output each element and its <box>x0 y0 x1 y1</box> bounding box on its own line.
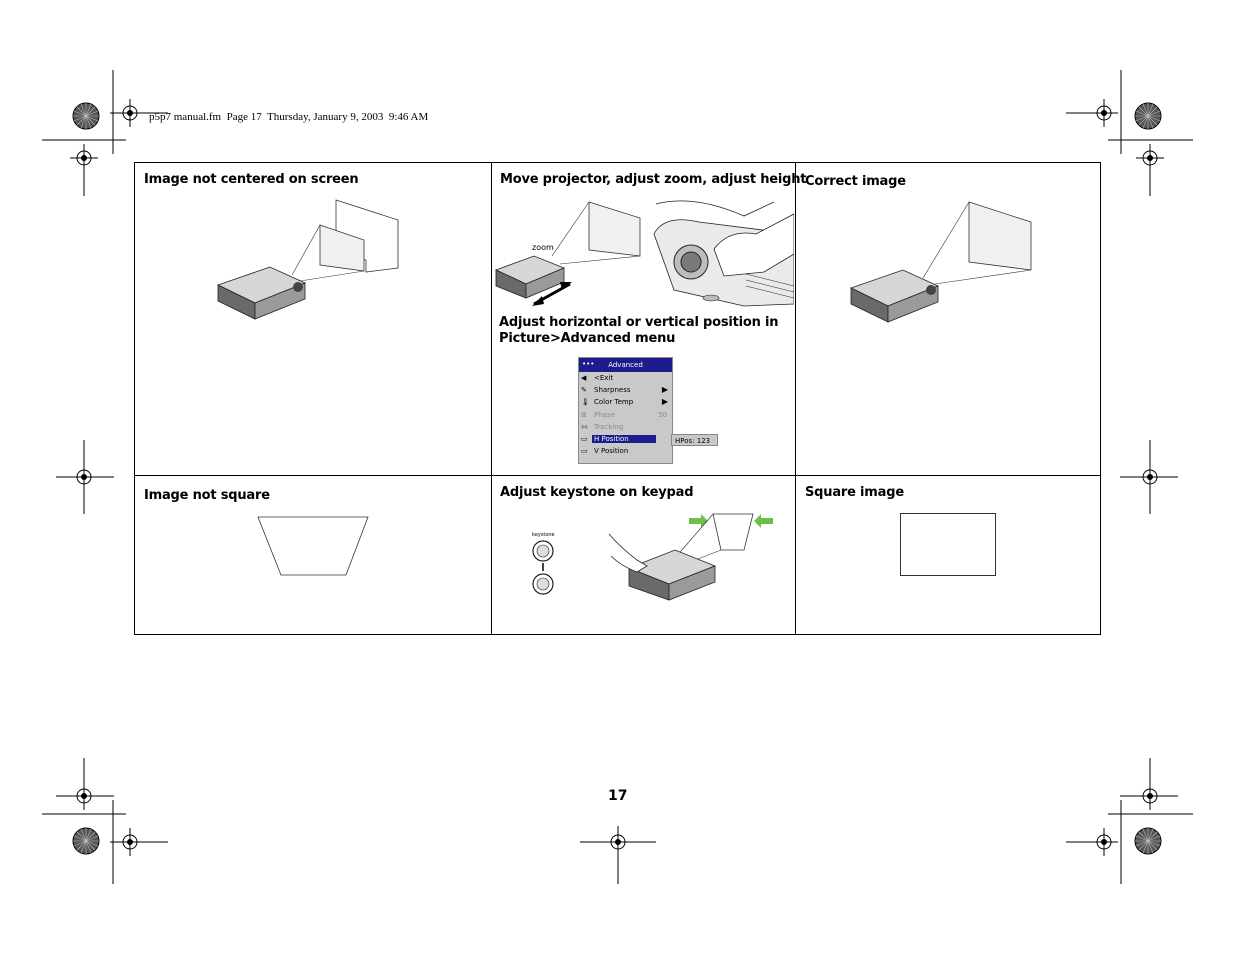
position-icon: ▭ <box>581 447 588 456</box>
phase-icon: ⊠ <box>581 410 587 419</box>
cell-title-correct-image: Correct image <box>805 174 906 189</box>
cell-title-not-centered: Image not centered on screen <box>144 172 359 187</box>
menu-item-label: Phase <box>594 410 615 419</box>
menu-item-v-position[interactable]: ▭ V Position <box>579 445 672 457</box>
column-divider <box>491 163 492 634</box>
cell-title-move-projector: Move projector, adjust zoom, adjust heig… <box>500 172 807 187</box>
tracking-icon: ⧓ <box>581 422 588 431</box>
menu-item-label: Sharpness <box>594 386 631 395</box>
correct-image-illustration <box>849 201 1032 323</box>
cell-title-square-image: Square image <box>805 485 904 500</box>
menu-item-label: Tracking <box>594 422 624 431</box>
left-arrow-icon: ◀ <box>581 374 587 382</box>
page-number: 17 <box>608 788 628 804</box>
menu-item-value: 50 <box>658 410 667 419</box>
row-divider <box>135 475 1100 476</box>
advanced-menu: ••• Advanced ◀ <Exit ✎ Sharpness ▶ 🌡 Col… <box>578 357 673 464</box>
menu-item-exit[interactable]: ◀ <Exit <box>579 372 672 384</box>
menu-item-label: Color Temp <box>594 398 634 407</box>
wand-icon: ✎ <box>581 386 587 395</box>
keystoned-image-shape <box>257 516 369 576</box>
keystone-label: keystone <box>532 532 555 538</box>
menu-item-phase: ⊠ Phase 50 <box>579 409 672 421</box>
square-image-shape <box>900 513 996 576</box>
cell-title-adjust-keystone: Adjust keystone on keypad <box>500 485 694 500</box>
menu-item-label: V Position <box>594 447 629 456</box>
zoom-label: zoom <box>532 243 554 252</box>
hpos-readout: HPos: 123 <box>671 434 718 446</box>
menu-item-label: H Position <box>592 434 656 443</box>
advanced-menu-titlebar: ••• Advanced <box>579 358 672 372</box>
page-header-text: p5p7 manual.fm Page 17 Thursday, January… <box>149 111 429 123</box>
menu-item-tracking: ⧓ Tracking <box>579 421 672 433</box>
move-projector-illustration <box>494 200 794 307</box>
menu-item-label: <Exit <box>594 374 614 382</box>
position-icon: ▭ <box>581 434 588 443</box>
menu-dots-icon: ••• <box>582 360 595 368</box>
projector-offset-illustration <box>216 199 399 320</box>
submenu-arrow-icon: ▶ <box>661 385 668 395</box>
cell-subtitle-adjust-position: Adjust horizontal or vertical position i… <box>499 315 779 346</box>
cell-title-not-square: Image not square <box>144 488 270 503</box>
projector-icon <box>216 266 307 320</box>
submenu-arrow-icon: ▶ <box>661 397 668 407</box>
thermometer-icon: 🌡 <box>581 398 590 407</box>
column-divider <box>795 163 796 634</box>
menu-item-color-temp[interactable]: 🌡 Color Temp ▶ <box>579 396 672 408</box>
troubleshooting-table <box>134 162 1101 635</box>
menu-item-h-position[interactable]: ▭ H Position <box>579 433 672 445</box>
menu-item-sharpness[interactable]: ✎ Sharpness ▶ <box>579 384 672 396</box>
keystone-keypad-illustration <box>532 513 773 601</box>
advanced-menu-title: Advanced <box>608 361 643 369</box>
